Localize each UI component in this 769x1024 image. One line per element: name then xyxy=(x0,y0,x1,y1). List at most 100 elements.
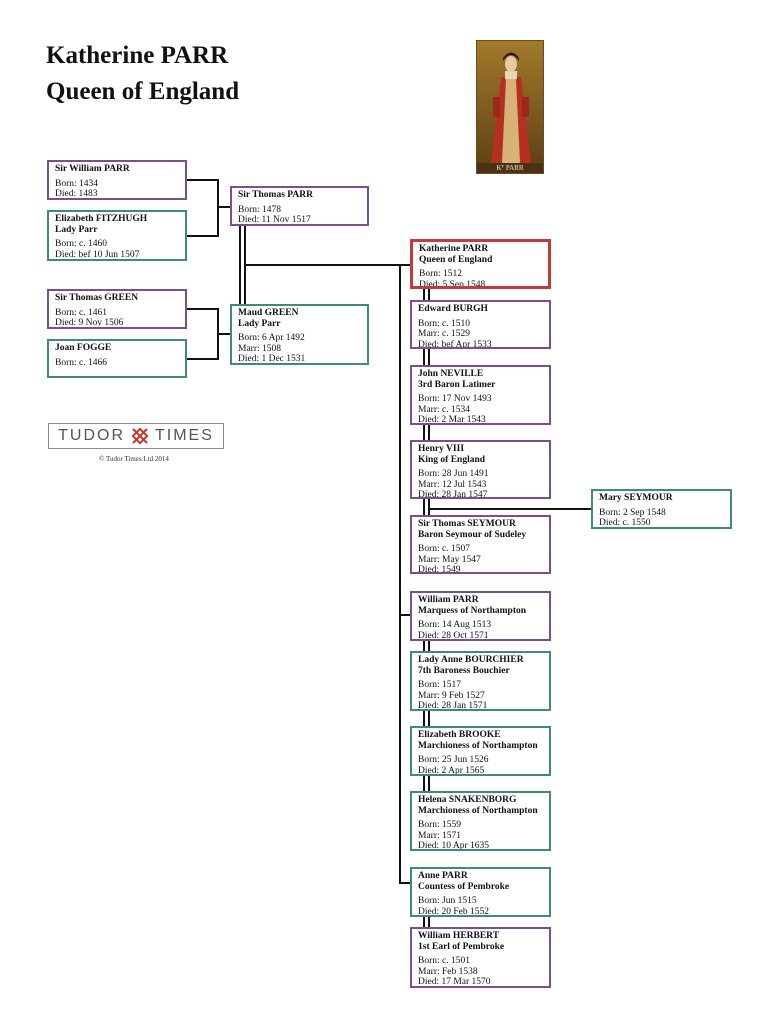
person-card-edward-burgh[interactable]: Edward BURGH Born: c. 1510 Marr: c. 1529… xyxy=(410,300,551,349)
marriage-line xyxy=(428,424,430,440)
marriage-line xyxy=(423,774,425,791)
person-card-joan-fogge[interactable]: Joan FOGGE Born: c. 1466 xyxy=(47,339,187,378)
person-card-william-parr[interactable]: William PARR Marquess of Northampton Bor… xyxy=(410,591,551,641)
person-card-helena-snakenborg[interactable]: Helena SNAKENBORG Marchioness of Northam… xyxy=(410,791,551,851)
person-name: Sir Thomas PARR xyxy=(238,190,313,200)
connector-line xyxy=(399,614,411,616)
person-died: Died: 17 Mar 1570 xyxy=(418,977,491,987)
marriage-line xyxy=(428,916,430,928)
person-name: Helena SNAKENBORG xyxy=(418,795,517,805)
marriage-line xyxy=(428,710,430,726)
person-card-thomas-green[interactable]: Sir Thomas GREEN Born: c. 1461 Died: 9 N… xyxy=(47,289,187,329)
connector-line xyxy=(217,179,219,237)
person-card-mary-seymour[interactable]: Mary SEYMOUR Born: 2 Sep 1548 Died: c. 1… xyxy=(591,489,732,529)
person-title: 7th Baroness Bouchier xyxy=(418,665,510,676)
connector-line xyxy=(245,264,400,266)
person-name: Sir William PARR xyxy=(55,164,130,174)
person-title: Marquess of Northampton xyxy=(418,605,527,616)
person-born: Born: 1512 xyxy=(419,269,463,279)
person-died: Died: 1 Dec 1531 xyxy=(238,354,306,364)
person-card-john-neville[interactable]: John NEVILLE 3rd Baron Latimer Born: 17 … xyxy=(410,365,551,425)
connector-line xyxy=(217,206,231,208)
marriage-line xyxy=(428,498,430,515)
marriage-line xyxy=(428,348,430,365)
person-marr: Marr: May 1547 xyxy=(418,554,481,565)
person-card-anne-bourchier[interactable]: Lady Anne BOURCHIER 7th Baroness Bouchie… xyxy=(410,651,551,711)
person-name: Lady Anne BOURCHIER xyxy=(418,655,524,665)
marriage-line xyxy=(423,640,425,652)
person-name: Sir Thomas SEYMOUR xyxy=(418,519,516,529)
person-card-maud-green[interactable]: Maud GREEN Lady Parr Born: 6 Apr 1492 Ma… xyxy=(230,304,369,365)
person-born: Born: 1478 xyxy=(238,204,282,215)
person-died: Died: 2 Apr 1565 xyxy=(418,765,485,776)
person-died: Died: 10 Apr 1635 xyxy=(418,841,489,851)
person-title: Baron Seymour of Sudeley xyxy=(418,529,527,540)
person-title: 3rd Baron Latimer xyxy=(418,379,496,390)
marriage-line xyxy=(428,774,430,791)
person-title: Queen of England xyxy=(419,254,493,265)
marriage-line xyxy=(244,226,246,306)
person-died: Died: c. 1550 xyxy=(599,518,651,528)
person-card-katherine-parr[interactable]: Katherine PARR Queen of England Born: 15… xyxy=(410,239,551,289)
person-name: Sir Thomas GREEN xyxy=(55,293,139,303)
portrait-painting xyxy=(477,41,543,173)
person-born: Born: 6 Apr 1492 xyxy=(238,333,305,343)
person-name: Katherine PARR xyxy=(419,244,489,254)
connector-line xyxy=(399,264,401,884)
person-card-elizabeth-fitzhugh[interactable]: Elizabeth FITZHUGH Lady Parr Born: c. 14… xyxy=(47,210,187,261)
person-name: Mary SEYMOUR xyxy=(599,493,673,503)
portrait-caption: Kᵀ PARR xyxy=(496,164,524,172)
person-born: Born: 1559 xyxy=(418,820,462,830)
person-card-thomas-seymour[interactable]: Sir Thomas SEYMOUR Baron Seymour of Sude… xyxy=(410,515,551,574)
person-died: Died: 9 Nov 1506 xyxy=(55,318,124,328)
person-born: Born: c. 1460 xyxy=(55,239,107,249)
person-name: Anne PARR xyxy=(418,871,468,881)
copyright-text: © Tudor Times Ltd 2014 xyxy=(99,455,169,463)
person-marr: Marr: 12 Jul 1543 xyxy=(418,479,487,490)
person-born: Born: c. 1507 xyxy=(418,544,470,554)
person-born: Born: 14 Aug 1513 xyxy=(418,620,492,630)
person-name: Elizabeth FITZHUGH xyxy=(55,214,148,224)
person-died: Died: 5 Sep 1548 xyxy=(419,279,486,289)
person-born: Born: 25 Jun 1526 xyxy=(418,755,489,765)
person-born: Born: c. 1510 xyxy=(418,318,470,329)
tudor-times-logo: TUDOR TIMES xyxy=(48,423,224,449)
marriage-line xyxy=(423,710,425,726)
person-died: Died: 11 Nov 1517 xyxy=(238,215,311,225)
person-card-anne-parr[interactable]: Anne PARR Countess of Pembroke Born: Jun… xyxy=(410,867,551,917)
connector-line xyxy=(186,308,218,310)
person-died: Died: 20 Feb 1552 xyxy=(418,906,489,917)
connector-line xyxy=(186,179,218,181)
person-title: Lady Parr xyxy=(238,318,281,329)
person-name: Joan FOGGE xyxy=(55,343,112,353)
person-born: Born: 1434 xyxy=(55,178,99,189)
person-card-elizabeth-brooke[interactable]: Elizabeth BROOKE Marchioness of Northamp… xyxy=(410,726,551,776)
person-died: Died: bef 10 Jun 1507 xyxy=(55,249,140,260)
page-title: Katherine PARR xyxy=(46,42,229,69)
marriage-line xyxy=(423,424,425,440)
person-born: Born: c. 1501 xyxy=(418,956,470,966)
person-died: Died: 1483 xyxy=(55,189,98,199)
marriage-line xyxy=(423,348,425,365)
person-died: Died: 2 Mar 1543 xyxy=(418,415,486,425)
person-marr: Marr: 1508 xyxy=(238,343,282,354)
person-died: Died: bef Apr 1533 xyxy=(418,339,492,349)
connector-line xyxy=(186,235,218,237)
portrait-image: Kᵀ PARR xyxy=(476,40,544,174)
marriage-line xyxy=(239,226,241,306)
marriage-line xyxy=(423,916,425,928)
person-marr: Marr: Feb 1538 xyxy=(418,966,478,977)
person-card-thomas-parr[interactable]: Sir Thomas PARR Born: 1478 Died: 11 Nov … xyxy=(230,186,369,226)
person-card-henry-viii[interactable]: Henry VIII King of England Born: 28 Jun … xyxy=(410,440,551,499)
person-name: John NEVILLE xyxy=(418,369,484,379)
person-card-william-parr-sr[interactable]: Sir William PARR Born: 1434 Died: 1483 xyxy=(47,160,187,200)
person-marr: Marr: 9 Feb 1527 xyxy=(418,690,485,701)
person-died: Died: 28 Jan 1547 xyxy=(418,490,488,499)
marriage-line xyxy=(428,288,430,300)
person-born: Born: 1517 xyxy=(418,680,462,690)
marriage-line xyxy=(428,640,430,652)
person-name: William PARR xyxy=(418,595,479,605)
person-card-william-herbert[interactable]: William HERBERT 1st Earl of Pembroke Bor… xyxy=(410,927,551,988)
logo-word-left: TUDOR xyxy=(58,427,125,444)
person-marr: Marr: 1571 xyxy=(418,830,462,841)
